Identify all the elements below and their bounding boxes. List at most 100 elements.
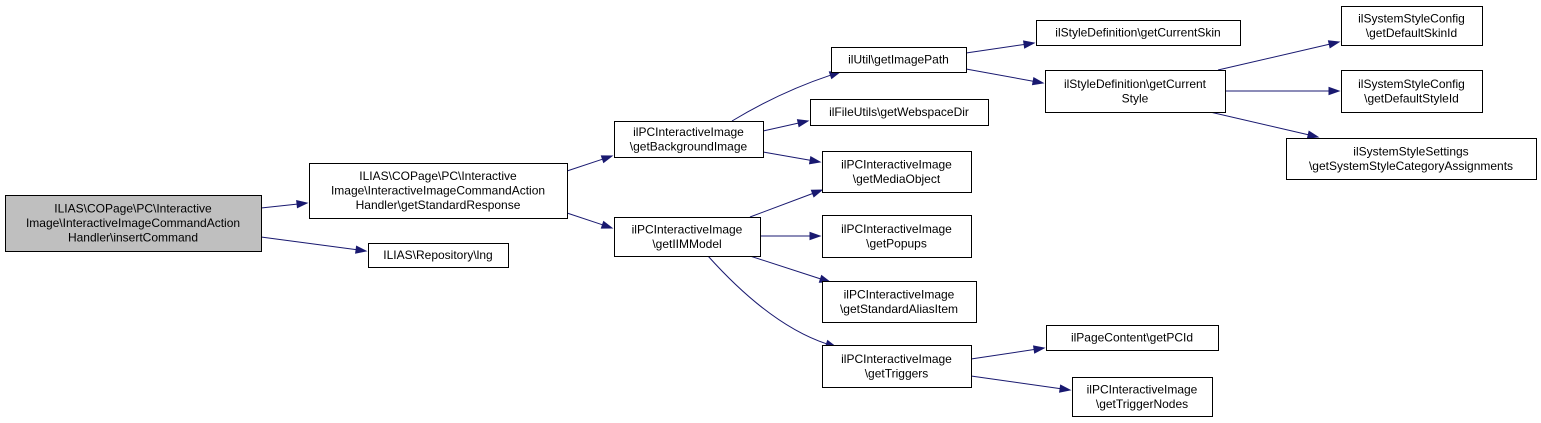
arrowhead-icon [796,119,810,128]
node-box [1046,325,1219,351]
arrowhead-icon [1306,130,1320,139]
graph-node-n15[interactable]: ilSystemStyleConfig\getDefaultSkinId [1341,6,1483,46]
node-label-line: ilPCInteractiveImage [633,125,744,139]
node-box [810,99,989,126]
edge-line [260,203,298,209]
node-label-line: ilStyleDefinition\getCurrentSkin [1055,26,1220,40]
edge-line [707,255,827,345]
node-label-line: \getDefaultSkinId [1366,26,1457,40]
graph-node-n3[interactable]: ilPCInteractiveImage\getBackgroundImage [614,121,764,158]
node-label-line: ILIAS\COPage\PC\Interactive [359,169,517,183]
arrowhead-icon [1031,76,1045,86]
graph-node-n6[interactable]: ilFileUtils\getWebspaceDir [810,99,989,126]
node-box [1341,6,1483,46]
node-label-line: \getPopups [866,236,927,250]
edge-line [762,151,811,161]
node-label-line: Style [1122,91,1149,105]
node-label-line: \getTriggers [865,366,929,380]
arrowhead-icon [296,199,309,209]
node-box [822,345,972,388]
node-label-line: \getMediaObject [853,172,941,186]
arrowhead-icon [600,220,614,229]
arrowhead-icon [810,189,824,198]
graph-node-n7[interactable]: ilPCInteractiveImage\getMediaObject [822,151,972,193]
graph-node-n9[interactable]: ilPCInteractiveImage\getStandardAliasIte… [822,281,977,323]
edge-n1-n4 [566,212,614,229]
node-label-line: ilPCInteractiveImage [844,287,955,301]
graph-node-n5[interactable]: ilUtil\getImagePath [831,47,967,73]
graph-node-n8[interactable]: ilPCInteractiveImage\getPopups [822,215,972,258]
edge-n5-n12 [965,68,1045,86]
edge-line [970,375,1061,390]
edge-line [731,74,831,122]
node-box [1036,20,1241,46]
edge-line [965,68,1034,82]
node-box [1072,377,1213,417]
graph-node-n16[interactable]: ilSystemStyleConfig\getDefaultStyleId [1341,70,1483,113]
nodes-layer: ILIAS\COPage\PC\InteractiveImage\Interac… [5,6,1537,417]
node-box [368,243,509,268]
node-label-line: ilPageContent\getPCId [1071,331,1193,345]
node-box [614,121,764,158]
edge-n4-n9 [749,255,832,283]
node-label-line: ilStyleDefinition\getCurrent [1064,77,1207,91]
arrowhead-icon [1327,40,1341,49]
node-label-line: \getStandardAliasItem [840,302,958,316]
edge-n4-n8 [760,231,822,241]
arrowhead-icon [355,245,368,254]
node-label-line: \getIIMModel [652,237,721,251]
edge-n0-n2 [260,236,368,254]
node-label-line: Handler\getStandardResponse [356,198,521,212]
node-label-line: ilPCInteractiveImage [841,352,952,366]
edge-n4-n7 [749,189,824,218]
edge-n4-n10 [707,255,838,348]
edge-line [566,212,603,226]
graph-node-n4[interactable]: ilPCInteractiveImage\getIIMModel [614,217,761,257]
edge-line [260,236,357,251]
graph-node-n10[interactable]: ilPCInteractiveImage\getTriggers [822,345,972,388]
arrowhead-icon [809,231,822,241]
node-label-line: ilSystemStyleSettings [1353,144,1468,158]
node-box [614,217,761,257]
arrowhead-icon [1022,40,1036,49]
edge-line [965,43,1025,54]
node-label-line: ilPCInteractiveImage [1087,382,1198,396]
node-label-line: ilPCInteractiveImage [632,222,743,236]
graph-node-n0[interactable]: ILIAS\COPage\PC\InteractiveImage\Interac… [5,195,262,252]
edge-n0-n1 [260,199,309,209]
node-label-line: ilPCInteractiveImage [841,157,952,171]
graph-node-n1[interactable]: ILIAS\COPage\PC\InteractiveImage\Interac… [309,163,568,219]
node-label-line: ilSystemStyleConfig [1358,77,1465,91]
node-box [309,163,568,219]
node-box [1045,70,1226,113]
node-box [822,215,972,258]
edge-n10-n14 [970,375,1072,393]
node-label-line: \getSystemStyleCategoryAssignments [1309,159,1513,173]
edges-layer [260,40,1341,393]
graph-node-n13[interactable]: ilPageContent\getPCId [1046,325,1219,351]
node-label-line: Handler\insertCommand [68,231,198,245]
graph-node-n14[interactable]: ilPCInteractiveImage\getTriggerNodes [1072,377,1213,417]
graph-node-n2[interactable]: ILIAS\Repository\lng [368,243,509,268]
graph-node-n17[interactable]: ilSystemStyleSettings\getSystemStyleCate… [1286,138,1537,180]
node-box [831,47,967,73]
edge-n3-n7 [762,151,822,165]
edge-line [762,122,799,132]
node-label-line: ilFileUtils\getWebspaceDir [829,105,969,119]
edge-n3-n6 [762,119,810,132]
edge-n12-n17 [1209,111,1320,139]
node-label-line: \getDefaultStyleId [1364,91,1459,105]
node-box [822,151,972,193]
graph-node-n11[interactable]: ilStyleDefinition\getCurrentSkin [1036,20,1241,46]
edge-line [566,158,603,172]
edge-line [749,255,821,280]
edge-line [749,193,813,218]
arrowhead-icon [1328,86,1341,96]
edge-n12-n15 [1217,40,1341,71]
node-label-line: ilUtil\getImagePath [848,53,949,67]
node-label-line: Image\InteractiveImageCommandAction [331,184,545,198]
edge-n12-n16 [1225,86,1341,96]
arrowhead-icon [808,156,822,165]
edge-n10-n13 [970,345,1046,360]
